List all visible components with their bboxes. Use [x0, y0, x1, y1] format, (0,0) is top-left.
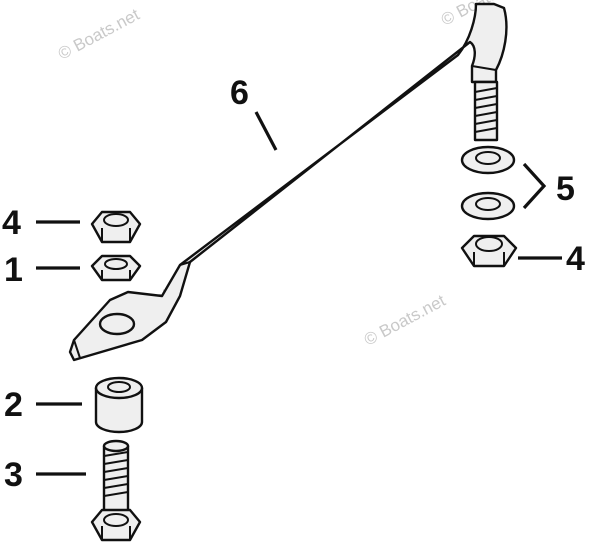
spacer-bushing — [94, 376, 144, 434]
callout-2: 2 — [4, 386, 23, 424]
bolt — [90, 439, 142, 542]
nut-left-4 — [90, 210, 142, 244]
leader-6 — [254, 111, 278, 151]
callout-4-right: 4 — [566, 240, 585, 278]
callout-1: 1 — [4, 251, 23, 289]
washer-upper — [460, 145, 516, 175]
steering-link-rod — [68, 2, 508, 362]
callout-6: 6 — [230, 74, 249, 112]
watermark: © Boats.net — [55, 5, 143, 64]
callout-4-left: 4 — [2, 204, 21, 242]
washer-lower — [460, 191, 516, 221]
callout-5: 5 — [556, 170, 575, 208]
callouts: 6 4 1 2 3 5 4 — [2, 74, 585, 494]
leader-lines — [36, 111, 562, 476]
rod-threaded-end — [473, 80, 499, 142]
watermark: © Boats.net — [361, 291, 449, 350]
nut-left-1 — [90, 254, 142, 282]
nut-right — [460, 234, 518, 268]
callout-3: 3 — [4, 456, 23, 494]
leader-5-bracket — [522, 162, 547, 210]
